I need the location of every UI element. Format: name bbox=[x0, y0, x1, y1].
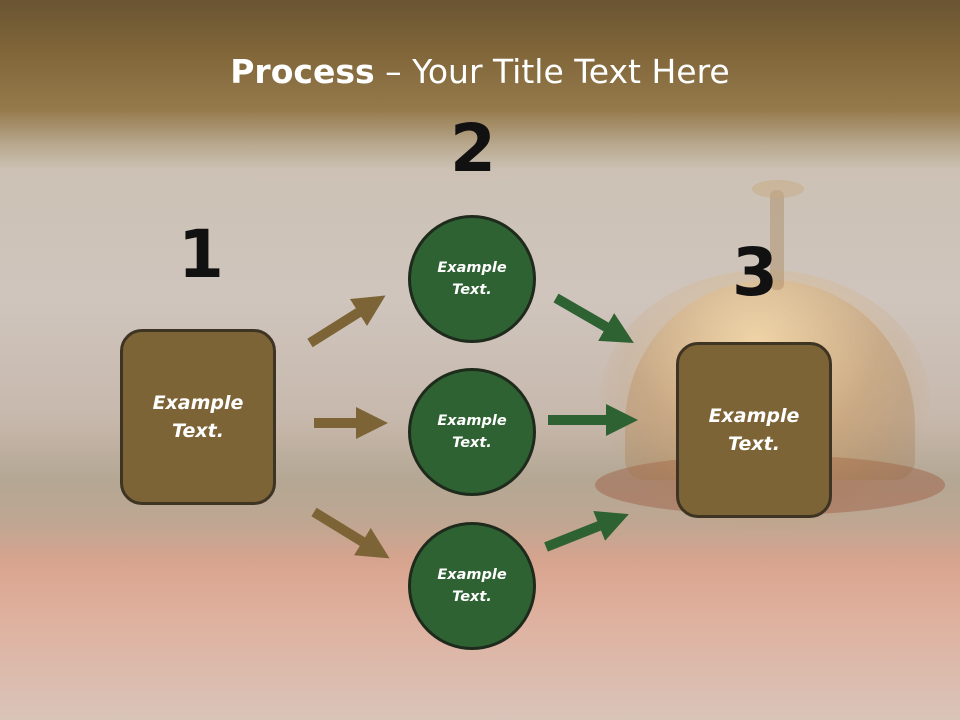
step-number-2: 2 bbox=[450, 110, 496, 187]
step-3-box: Example Text. bbox=[676, 342, 832, 518]
step-2-circle-middle: Example Text. bbox=[408, 368, 536, 496]
background-bell-knob bbox=[752, 180, 804, 198]
step-2-circle-top: Example Text. bbox=[408, 215, 536, 343]
background-bell-stem bbox=[770, 190, 784, 290]
step-1-box: Example Text. bbox=[120, 329, 276, 505]
step-number-3: 3 bbox=[732, 234, 778, 311]
arrow-box1-to-circle1 bbox=[307, 295, 386, 348]
step-2-circle-bottom: Example Text. bbox=[408, 522, 536, 650]
arrow-circle1-to-box3 bbox=[553, 293, 634, 344]
title-bold: Process bbox=[230, 52, 375, 91]
step-number-1: 1 bbox=[178, 216, 224, 293]
arrow-box1-to-circle3 bbox=[311, 507, 390, 559]
arrow-circle3-to-box3 bbox=[544, 511, 629, 552]
slide-title: Process – Your Title Text Here bbox=[0, 52, 960, 91]
title-rest: – Your Title Text Here bbox=[374, 52, 730, 91]
